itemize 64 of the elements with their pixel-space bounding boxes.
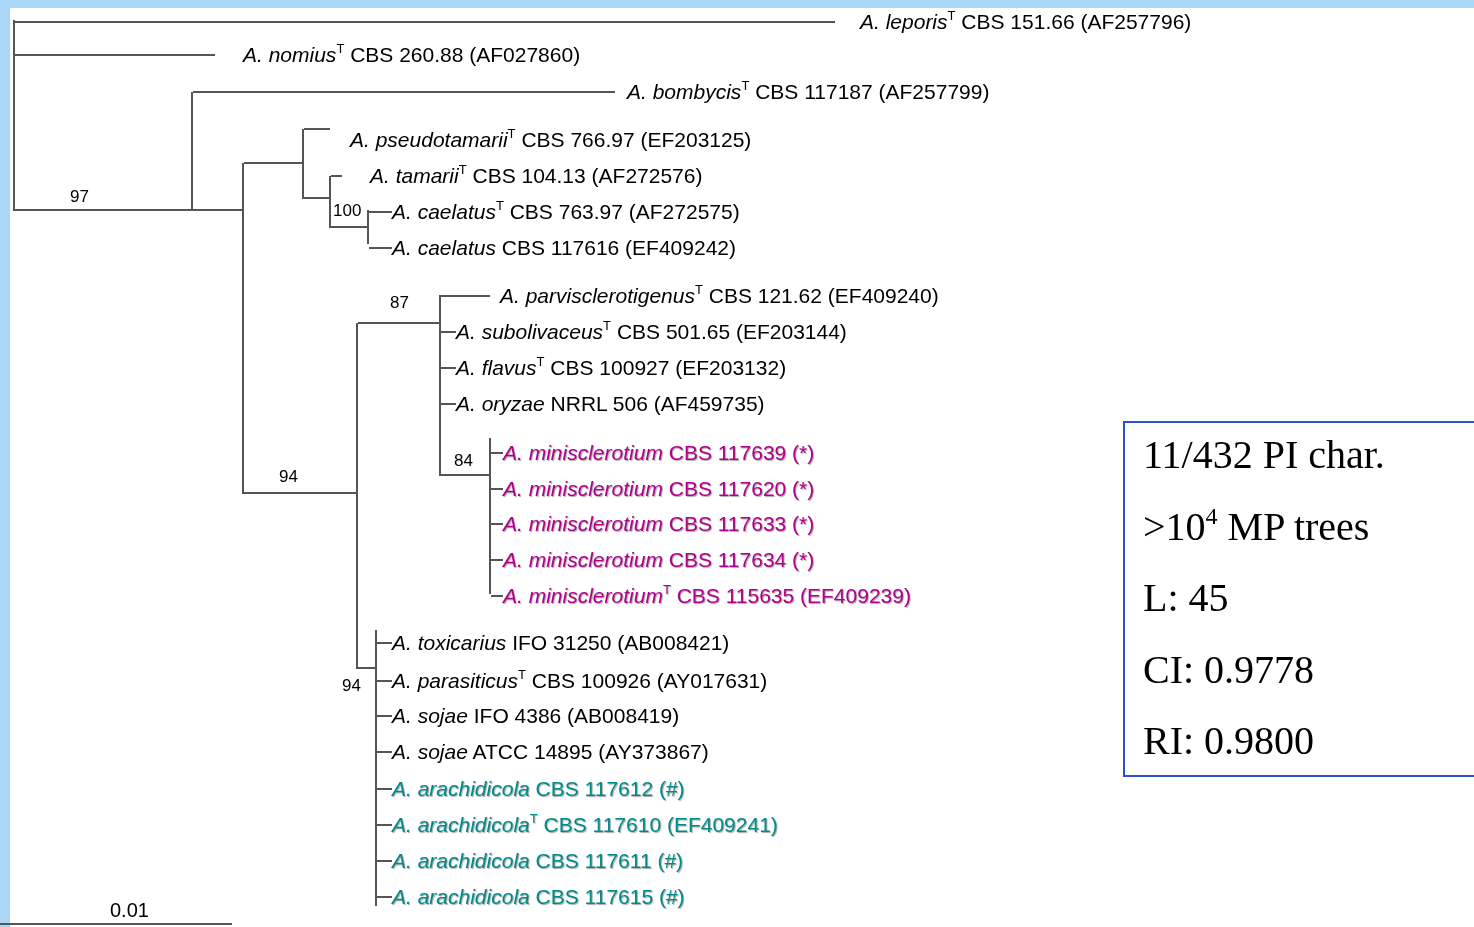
branch-line [440,474,491,476]
taxon-label: A. bombycis$^{T}$ CBS 117187 (AF257799) [627,80,990,104]
branch-line [330,175,343,177]
taxon-label: A. minisclerotium CBS 117634 (*) [503,548,815,572]
branch-line [368,247,393,249]
taxon-label: A. arachidicola CBS 117612 (#) [392,777,685,801]
statistics-box [1123,421,1474,777]
taxon-label: A. nomius$^{T}$ CBS 260.88 (AF027860) [243,43,581,67]
branch-line [376,680,393,682]
branch-line [14,54,216,56]
branch-line [357,667,377,669]
branch-line [368,211,393,213]
branch-line [376,824,393,826]
statistic-text: 11/432 PI char. [1143,433,1385,477]
branch-line [14,209,193,211]
scale-value: 0.01 [110,899,149,922]
taxon-label: A. minisclerotium$^{T}$ CBS 115635 (EF409239) [503,584,911,608]
branch-line [440,403,457,405]
taxon-label: A. pseudotamarii$^{T}$ CBS 766.97 (EF203125) [350,128,752,152]
branch-line [440,331,457,333]
statistic-text: >10$^{4}$ MP trees [1143,504,1370,549]
branch-line [192,91,616,93]
taxon-label: A. minisclerotium CBS 117639 (*) [503,441,815,465]
taxon-label: A. subolivaceus$^{T}$ CBS 501.65 (EF203144) [456,320,847,344]
branch-line [376,642,393,644]
branch-line [357,322,441,324]
taxon-label: A. arachidicola CBS 117615 (#) [392,885,685,909]
branch-line [490,559,504,561]
taxon-label: A. caelatus CBS 117616 (EF409242) [392,236,736,260]
branch-line [376,751,393,753]
branch-line [303,197,331,199]
branch-line [14,21,836,23]
branch-line [490,595,504,597]
statistic-text: L: 45 [1143,576,1229,620]
taxon-label: A. parvisclerotigenus$^{T}$ CBS 121.62 (EF409240) [500,284,939,308]
branch-line [192,209,244,211]
taxon-label: A. tamarii$^{T}$ CBS 104.13 (AF272576) [370,164,703,188]
taxon-label: A. arachidicola CBS 117611 (#) [392,849,684,873]
branch-line [376,860,393,862]
branch-line [376,715,393,717]
statistic-text: CI: 0.9778 [1143,647,1315,692]
taxon-label: A. caelatus$^{T}$ CBS 763.97 (AF272575) [392,200,740,224]
branch-line [440,367,457,369]
branch-line [376,788,393,790]
taxon-label: A. sojae ATCC 14895 (AY373867) [392,740,709,764]
taxon-label: A. flavus$^{T}$ CBS 100927 (EF203132) [456,356,787,380]
branch-line [440,295,491,297]
taxon-label: A. parasiticus$^{T}$ CBS 100926 (AY017631) [392,669,768,693]
taxon-label: A. minisclerotium CBS 117620 (*) [503,477,815,501]
taxon-label: A. sojae IFO 4386 (AB008419) [392,704,680,728]
taxon-label: A. minisclerotium CBS 117633 (*) [503,512,815,536]
branch-line [490,523,504,525]
taxon-label: A. arachidicola$^{T}$ CBS 117610 (EF409241) [392,813,778,837]
taxon-label: A. oryzae NRRL 506 (AF459735) [456,392,765,416]
statistic-text: RI: 0.9800 [1143,719,1315,763]
branch-line [490,488,504,490]
taxon-label: A. toxicarius IFO 31250 (AB008421) [392,631,730,655]
branch-line [303,128,331,130]
branch-line [490,452,504,454]
branch-line [243,492,358,494]
taxon-label: A. leporis$^{T}$ CBS 151.66 (AF257796) [860,10,1192,34]
branch-line [330,226,369,228]
branch-line [243,162,304,164]
branch-line [376,896,393,898]
